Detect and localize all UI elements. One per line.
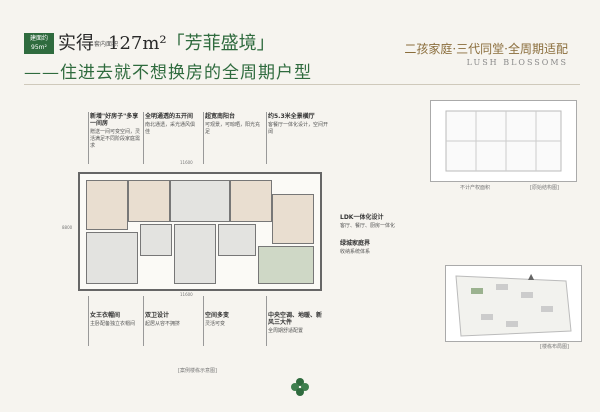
callout-bottom-1: 女王衣帽间 主卧配备独立衣帽间 [90,312,140,328]
callout-text: 全周期舒适配置 [268,328,304,334]
bedroom-1 [86,180,128,230]
callout-top-1: 新增"好房子"多享一间房 赠送一间可变空间，灵活满足不同阶段家庭需求 [90,113,140,150]
callout-bottom-2: 双卫设计 起居从容不拥挤 [145,312,195,328]
key-plan [430,100,577,182]
clover-icon [291,378,309,396]
brand-tag: 建面约95m² [24,33,54,54]
balcony [258,246,314,284]
callout-bottom-3: 空间多变 灵活可变 [205,312,255,328]
callout-text: 南北通透，采光通风俱佳 [145,122,196,135]
dimension-bottom: 11600 [180,292,193,297]
building-block [541,306,553,312]
callout-text: 灵活可变 [205,321,226,327]
callout-top-4: 约5.3米全景横厅 客餐厅一体化设计，空间开阔 [268,113,328,136]
key-area-note: 不计产权面积 [460,185,491,191]
site-plan [445,265,582,342]
building-block [496,284,508,290]
callout-text: 可观景，可晾晒，阳光充足 [205,122,261,135]
callout-text: 起居从容不拥挤 [145,321,181,327]
building-block [506,321,518,327]
title-name: 「芳菲盛境」 [166,33,275,54]
callout-text: 赠送一间可变空间，灵活满足不同阶段家庭需求 [90,129,141,149]
header-divider [24,84,580,85]
callout-title: 空间多变 [205,312,230,319]
building-block [481,314,493,320]
site-caption: [楼栋布局图] [540,344,569,350]
slogan-en: LUSH BLOSSOMS [466,58,568,67]
title-prefix: 实得 [58,33,94,54]
callout-text: 客餐厅一体化设计，空间开阔 [268,122,329,135]
title-small: 套内面积 [94,40,119,48]
callout-line [143,112,144,164]
bedroom-2 [128,180,170,222]
brand-logo [290,377,310,397]
callout-title: 中央空调、地暖、新风三大件 [268,312,323,326]
callout-bottom-4: 中央空调、地暖、新风三大件 全周期舒适配置 [268,312,323,335]
callout-line [266,112,267,164]
callout-title: LDK一体化设计 [340,214,384,221]
callout-title: 超宽南阳台 [205,113,236,120]
callout-title: 全明通透的五开间 [145,113,194,120]
callout-top-3: 超宽南阳台 可观景，可晾晒，阳光充足 [205,113,260,136]
title-area: 127m² [108,33,167,54]
callout-text: 主卧配备独立衣帽间 [90,321,136,327]
building-block [521,292,533,298]
master-bedroom [272,194,314,244]
callout-title: 双卫设计 [145,312,170,319]
callout-right-1: LDK一体化设计 客厅、餐厅、厨房一体化 [340,214,395,230]
callout-right-2: 绿城家庭界 收纳系统体系 [340,240,395,256]
callout-line [266,296,267,346]
living-room [170,180,230,222]
callout-line [203,296,204,346]
callout-line [143,296,144,346]
dimension-top: 11600 [180,160,193,165]
north-arrow-icon: ▲ [528,272,535,281]
building-block [471,288,483,294]
page-subtitle: ——住进去就不想换房的全周期户型 [24,63,312,83]
callout-line [203,112,204,164]
bathroom-1 [140,224,172,256]
callout-line [88,112,89,164]
slogan: 二孩家庭·三代同堂·全周期适配 [404,42,568,56]
callout-line [88,296,89,346]
callout-title: 新增"好房子"多享一间房 [90,113,139,127]
callout-title: 约5.3米全景横厅 [268,113,315,120]
callout-title: 绿城家庭界 [340,240,371,247]
callout-top-2: 全明通透的五开间 南北通透，采光通风俱佳 [145,113,195,136]
bathroom-2 [218,224,256,256]
dimension-left: 8800 [62,225,73,230]
dining-area [86,232,138,284]
kitchen [174,224,216,284]
bedroom-3 [230,180,272,222]
page-title: 实得套内面积127m²「芳菲盛境」 [58,29,275,55]
key-plan-drawing [445,110,562,172]
site-plan-drawing [455,275,572,337]
key-caption: [原始结构图] [530,185,559,191]
callout-title: 女王衣帽间 [90,312,121,319]
floor-plan [78,172,322,291]
callout-text: 收纳系统体系 [340,249,371,255]
callout-text: 客厅、餐厅、厨房一体化 [340,223,396,229]
plan-caption: [案例楼栋示意图] [178,368,217,374]
